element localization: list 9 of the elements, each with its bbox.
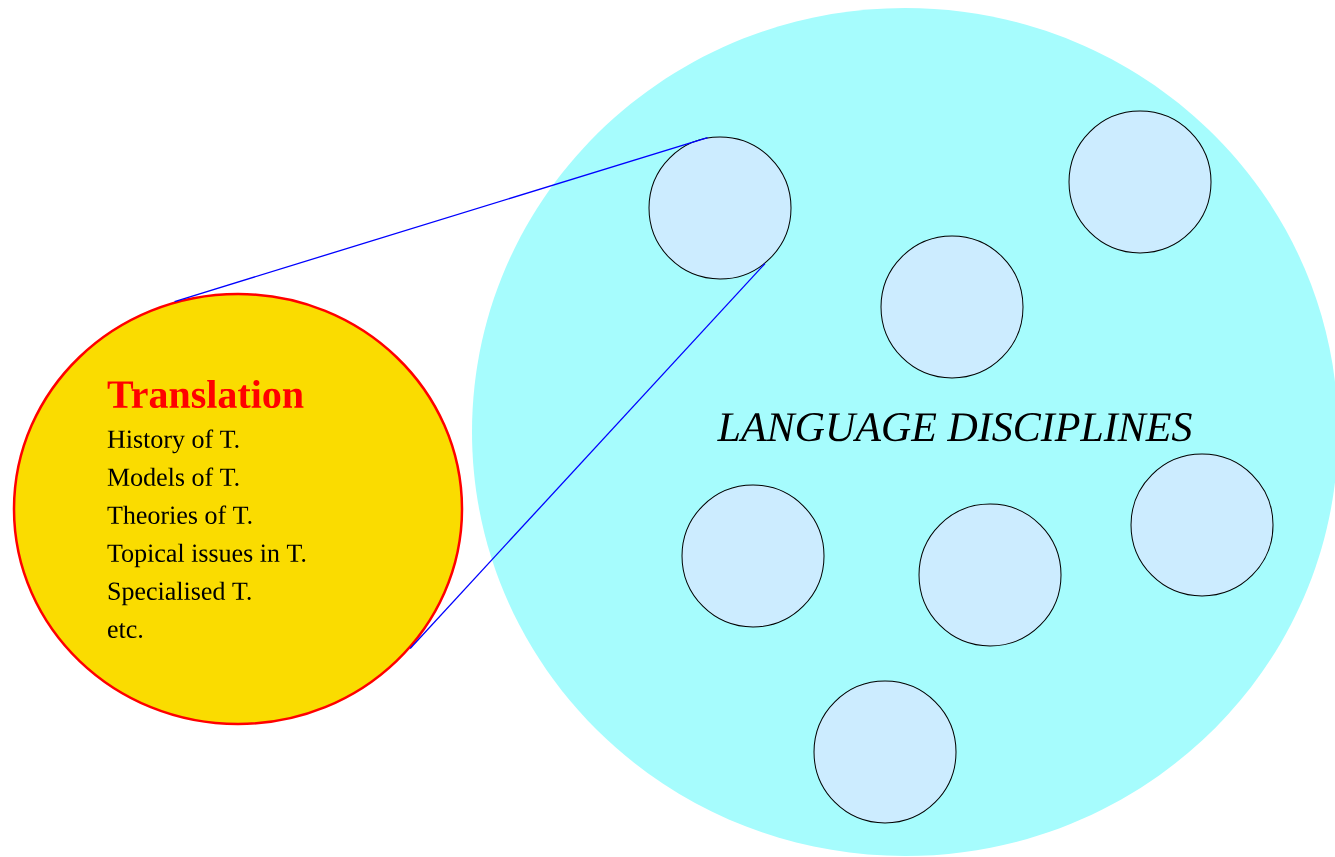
zoom-line [173, 136, 709, 303]
discipline-circle [918, 503, 1062, 647]
zoom-line [409, 262, 766, 650]
discipline-circle [1068, 110, 1212, 254]
discipline-circle [813, 680, 957, 824]
discipline-circle [648, 136, 792, 280]
discipline-circle [880, 235, 1024, 379]
discipline-circle [1130, 453, 1274, 597]
discipline-circle [681, 484, 825, 628]
